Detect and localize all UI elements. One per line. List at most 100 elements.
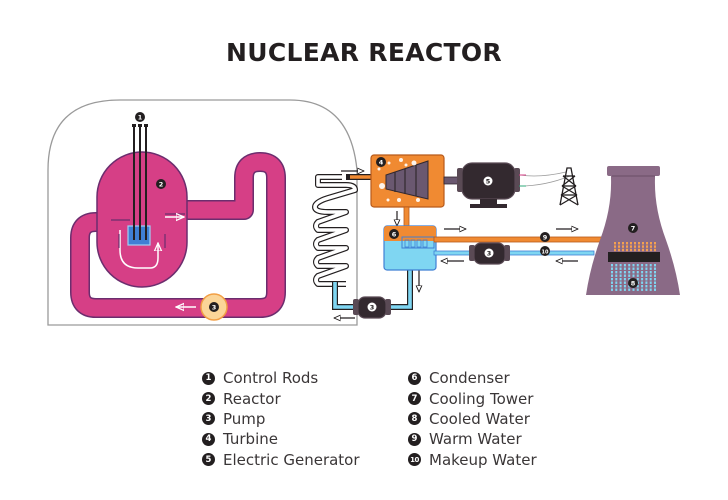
legend-label: Turbine — [223, 430, 278, 449]
containment-building — [47, 99, 358, 326]
warm-water-drop — [650, 242, 652, 245]
cooled-water-drop — [619, 278, 622, 281]
cooled-water-drop — [615, 267, 618, 270]
cooled-water-drop — [611, 267, 613, 270]
cooled-water-drop — [623, 271, 626, 274]
warm-water-drop — [622, 242, 624, 245]
cooled-water-drop — [628, 278, 631, 281]
cooled-water-drop — [641, 288, 644, 291]
cooled-water-drop — [645, 271, 648, 274]
warm-water-drop — [638, 248, 640, 252]
warm-water-drop — [614, 245, 616, 248]
legend-number-badge: 7 — [408, 392, 421, 406]
marker-pump: 3 — [209, 302, 219, 312]
legend-label: Control Rods — [223, 369, 319, 388]
cooled-water-drop — [636, 278, 639, 281]
legend-label: Warm Water — [429, 430, 522, 449]
legend-number-badge: 9 — [408, 432, 421, 446]
cooled-water-drop — [636, 285, 639, 288]
cooled-water-drop — [649, 264, 652, 267]
marker-condenser: 6 — [389, 229, 399, 239]
marker-control-rods: 1 — [135, 112, 145, 122]
legend-item: 9 Warm Water — [408, 429, 537, 449]
cooled-water-drop — [636, 271, 639, 274]
legend-number-badge: 1 — [202, 371, 215, 385]
svg-text:8: 8 — [631, 279, 636, 287]
legend-number-badge: 3 — [202, 412, 215, 426]
warm-water-drop — [650, 248, 652, 252]
cooled-water-drop — [611, 281, 613, 284]
legend-label: Condenser — [429, 369, 510, 388]
marker-reactor: 2 — [156, 179, 166, 189]
marker-cooled-water: 8 — [628, 278, 638, 288]
cooled-water-drop — [641, 264, 644, 267]
cooled-water-drop — [628, 274, 631, 277]
cooled-water-drop — [636, 288, 639, 291]
cooled-water-drop — [615, 281, 618, 284]
warm-water-drop — [622, 245, 624, 248]
svg-text:5: 5 — [486, 177, 491, 185]
warm-water-drop — [646, 248, 648, 252]
cooled-water-drop — [628, 271, 631, 274]
cooled-water-drop — [649, 271, 652, 274]
warm-water-drop — [654, 242, 656, 245]
cooled-water-drop — [623, 264, 626, 267]
makeup-water-pipe — [433, 250, 595, 256]
legend-label: Electric Generator — [223, 450, 360, 469]
svg-text:9: 9 — [543, 233, 548, 241]
warm-water-drop — [646, 245, 648, 248]
cooled-water-drop — [654, 285, 656, 288]
cooled-water-drop — [645, 278, 648, 281]
cooled-water-drop — [641, 267, 644, 270]
cooled-water-drop — [615, 288, 618, 291]
cooled-water-drop — [649, 278, 652, 281]
reactor-vessel — [96, 151, 188, 288]
svg-text:10: 10 — [542, 249, 549, 255]
turbine — [370, 154, 445, 208]
cooled-water-drop — [649, 274, 652, 277]
cooled-water-drop — [611, 274, 613, 277]
warm-water-drop — [614, 248, 616, 252]
cooled-water-drop — [636, 274, 639, 277]
warm-water-drop — [618, 245, 620, 248]
warm-water-drop — [614, 242, 616, 245]
cooled-water-drop — [619, 271, 622, 274]
warm-water-drop — [634, 248, 636, 252]
warm-water-drop — [626, 248, 628, 252]
warm-water-drop — [630, 248, 632, 252]
cooled-water-drop — [641, 271, 644, 274]
cooled-water-drop — [611, 271, 613, 274]
warm-water-drop — [618, 248, 620, 252]
cooled-water-drop — [636, 267, 639, 270]
cooled-water-drop — [615, 278, 618, 281]
cooled-water-drop — [628, 264, 631, 267]
cooled-water-drop — [628, 288, 631, 291]
marker-turbine: 4 — [376, 157, 386, 167]
cooled-water-drop — [645, 267, 648, 270]
legend-label: Makeup Water — [429, 450, 537, 469]
warm-water-drop — [638, 245, 640, 248]
svg-text:2: 2 — [159, 180, 164, 188]
cooled-water-drop — [619, 274, 622, 277]
marker-electric-generator: 5 — [483, 176, 493, 186]
cooled-water-drop — [641, 274, 644, 277]
warm-water-drop — [630, 242, 632, 245]
warm-water-drop — [642, 248, 644, 252]
cooled-water-drop — [611, 285, 613, 288]
marker-pump: 3 — [367, 302, 377, 312]
warm-water-drop — [654, 245, 656, 248]
cooled-water-drop — [632, 271, 635, 274]
svg-text:1: 1 — [138, 113, 143, 121]
legend-label: Reactor — [223, 389, 281, 408]
cooled-water-drop — [611, 264, 613, 267]
marker-makeup-water: 10 — [540, 246, 550, 256]
cooled-water-drop — [623, 274, 626, 277]
cooled-water-drop — [654, 274, 656, 277]
cooled-water-drop — [619, 288, 622, 291]
cooled-water-drop — [611, 288, 613, 291]
warm-water-drop — [630, 245, 632, 248]
